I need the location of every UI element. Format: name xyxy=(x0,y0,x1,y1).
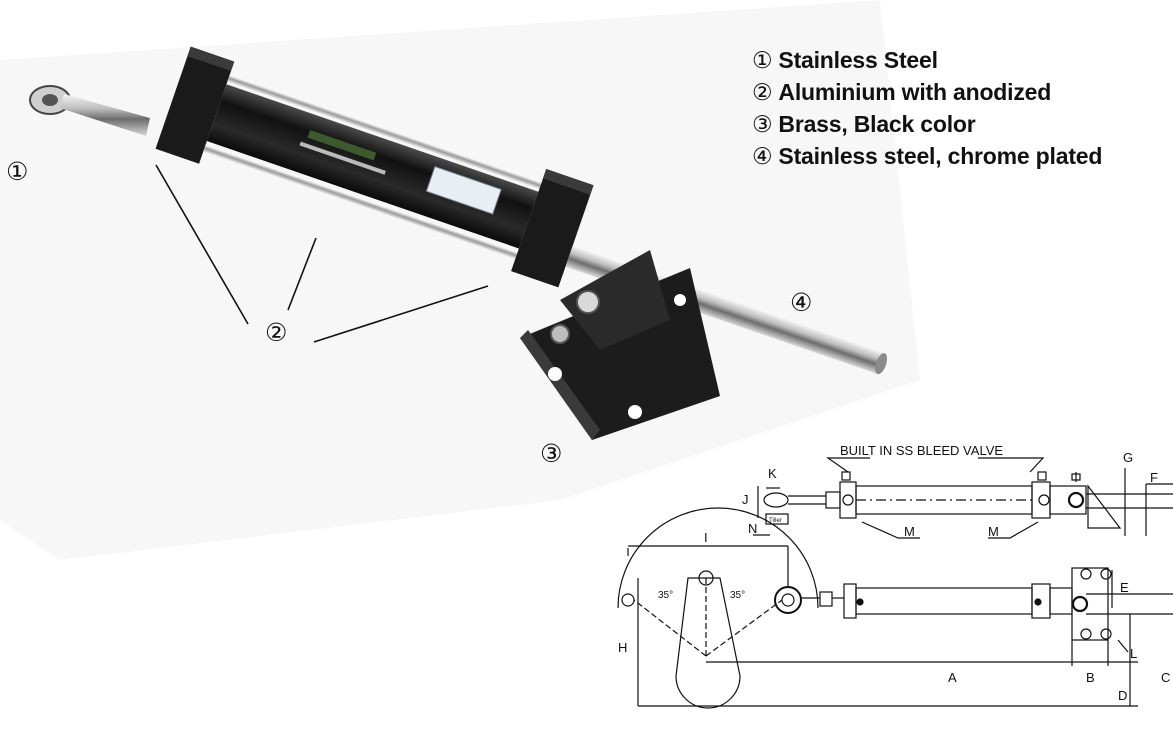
leader-lines xyxy=(155,164,489,343)
callout-2: ② xyxy=(265,318,288,347)
dim-label-n: N xyxy=(748,521,757,536)
dim-label-i: I xyxy=(704,530,708,545)
dim-label-k: K xyxy=(768,466,777,481)
dim-label-f: F xyxy=(1150,470,1158,485)
dim-label-j: J xyxy=(742,492,749,507)
dim-label-h: H xyxy=(618,640,627,655)
rod-end-eye xyxy=(29,85,150,136)
mounting-bracket xyxy=(520,250,720,440)
dim-label-d: D xyxy=(1118,688,1127,703)
bleed-valve-note: BUILT IN SS BLEED VALVE xyxy=(840,443,1003,458)
angle-right: 35° xyxy=(730,590,745,601)
dim-label-g: G xyxy=(1123,450,1133,465)
dim-label-e: E xyxy=(1120,580,1129,595)
dim-label-m-right: M xyxy=(988,524,999,539)
dim-label-l: L xyxy=(1130,646,1137,661)
dim-label-b: B xyxy=(1086,670,1095,685)
dim-label-a: A xyxy=(948,670,957,685)
callout-4: ④ xyxy=(790,288,813,317)
cylinder-body xyxy=(155,46,888,375)
dim-label-c: C xyxy=(1161,670,1170,685)
dimension-drawing: BUILT IN SS BLEED VALVE Tiller 35° 35° A… xyxy=(617,443,1173,709)
callout-1: ① xyxy=(6,157,29,186)
tiller-tag: Tiller xyxy=(769,518,782,524)
angle-left: 35° xyxy=(658,590,673,601)
dim-label-m-left: M xyxy=(904,524,915,539)
callout-3: ③ xyxy=(540,439,563,468)
